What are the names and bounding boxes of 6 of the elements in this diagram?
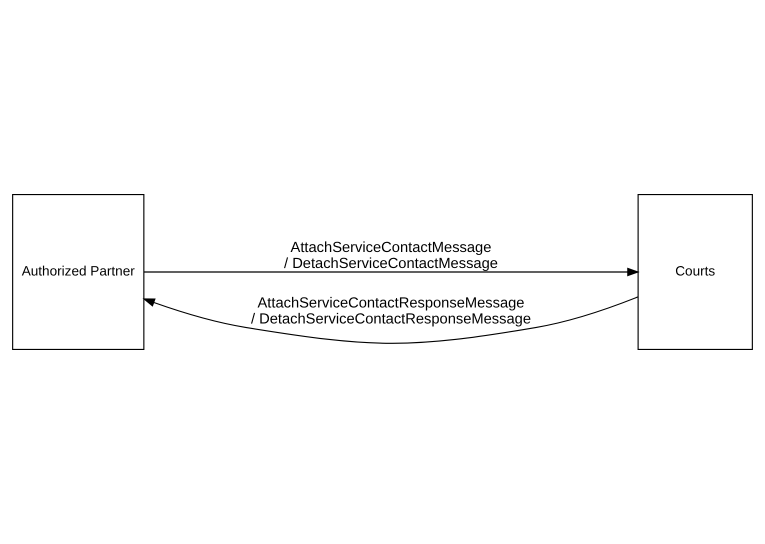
edge-label: AttachServiceContactMessage / DetachServiceContactMessage [284, 240, 498, 272]
arrow [142, 296, 638, 344]
node-box: Courts [638, 194, 753, 350]
arrow [144, 268, 640, 276]
node-box: Authorized Partner [12, 194, 144, 350]
edge-label: AttachServiceContactResponseMessage / DetachServiceContactResponseMessage [250, 296, 531, 328]
